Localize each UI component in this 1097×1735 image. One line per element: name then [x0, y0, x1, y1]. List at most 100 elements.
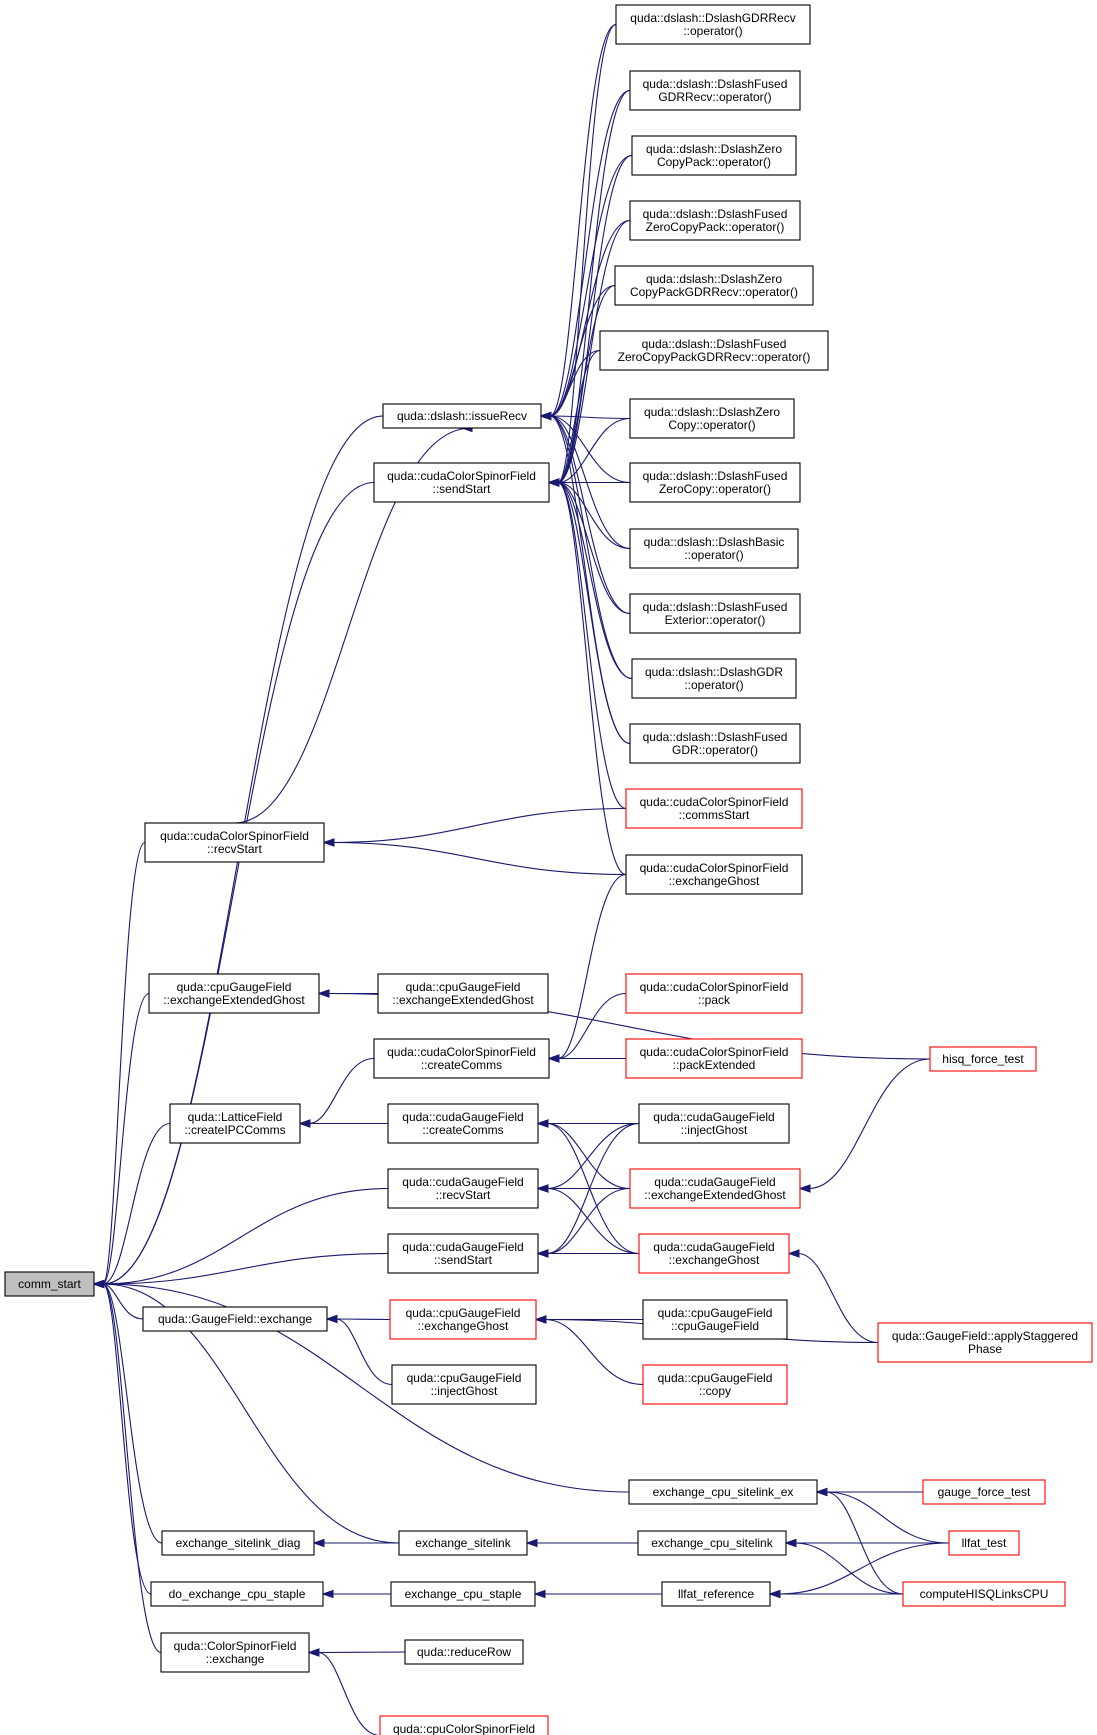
node-lf-createIPC[interactable]: quda::LatticeField::createIPCComms [169, 1103, 301, 1144]
node-issueRecv[interactable]: quda::dslash::issueRecv [382, 403, 542, 429]
node-cgf-eeg[interactable]: quda::cudaGaugeField::exchangeExtendedGh… [629, 1168, 801, 1209]
node-box[interactable] [373, 462, 550, 503]
node-box[interactable] [398, 1530, 528, 1556]
node-hisq-cpu[interactable]: computeHISQLinksCPU [902, 1581, 1066, 1607]
node-reduceRow[interactable]: quda::reduceRow [404, 1639, 524, 1665]
node-box[interactable] [629, 723, 801, 764]
node-box[interactable] [629, 70, 801, 111]
node-box[interactable] [387, 1168, 539, 1209]
node-ex-sl[interactable]: exchange_sitelink [398, 1530, 528, 1556]
node-box[interactable] [404, 1639, 524, 1665]
node-ex-staple[interactable]: exchange_cpu_staple [390, 1581, 536, 1607]
node-box[interactable] [161, 1530, 315, 1556]
node-box[interactable] [150, 1581, 324, 1607]
node-box[interactable] [169, 1103, 301, 1144]
node-box[interactable] [922, 1479, 1046, 1505]
node-d-basic[interactable]: quda::dslash::DslashBasic::operator() [629, 528, 799, 569]
node-cs-createComms[interactable]: quda::cudaColorSpinorField::createComms [373, 1038, 550, 1079]
node-cgf-recvStart[interactable]: quda::cudaGaugeField::recvStart [387, 1168, 539, 1209]
node-cpu-gf-eeg[interactable]: quda::cpuGaugeField::exchangeExtendedGho… [148, 973, 320, 1014]
node-box[interactable] [642, 1364, 788, 1405]
node-cpu-gf-eeg2[interactable]: quda::cpuGaugeField::exchangeExtendedGho… [377, 973, 549, 1014]
node-box[interactable] [389, 1299, 537, 1340]
node-ex-sl-diag[interactable]: exchange_sitelink_diag [161, 1530, 315, 1556]
node-d-gdr[interactable]: quda::dslash::DslashGDR::operator() [631, 658, 797, 699]
node-box[interactable] [629, 200, 801, 241]
node-box[interactable] [390, 1581, 536, 1607]
node-d-zcp[interactable]: quda::dslash::DslashZeroCopyPack::operat… [631, 135, 797, 176]
node-llfat-test[interactable]: llfat_test [948, 1530, 1020, 1556]
node-cs-recvStart[interactable]: quda::cudaColorSpinorField::recvStart [144, 822, 325, 863]
node-box[interactable] [629, 462, 801, 503]
node-cpugf-ctor[interactable]: quda::cpuGaugeField::cpuGaugeField [642, 1299, 788, 1340]
node-d-fgdrrecv[interactable]: quda::dslash::DslashFusedGDRRecv::operat… [629, 70, 801, 111]
node-comm-start[interactable]: comm_start [4, 1271, 95, 1297]
node-box[interactable] [877, 1322, 1093, 1363]
node-cgf-sendStart[interactable]: quda::cudaGaugeField::sendStart [387, 1233, 539, 1274]
node-box[interactable] [948, 1530, 1020, 1556]
node-box[interactable] [373, 1038, 550, 1079]
node-d-gdrrecv[interactable]: quda::dslash::DslashGDRRecv::operator() [615, 4, 811, 45]
node-do-ex-staple[interactable]: do_exchange_cpu_staple [150, 1581, 324, 1607]
node-cs-pack[interactable]: quda::cudaColorSpinorField::pack [625, 973, 803, 1014]
node-gf-exchange[interactable]: quda::GaugeField::exchange [142, 1306, 328, 1332]
node-box[interactable] [4, 1271, 95, 1297]
node-box[interactable] [629, 1168, 801, 1209]
node-box[interactable] [629, 593, 801, 634]
node-box[interactable] [629, 398, 795, 439]
node-box[interactable] [631, 135, 797, 176]
node-box[interactable] [382, 403, 542, 429]
node-box[interactable] [642, 1299, 788, 1340]
node-gauge-force[interactable]: gauge_force_test [922, 1479, 1046, 1505]
node-box[interactable] [902, 1581, 1066, 1607]
node-box[interactable] [629, 528, 799, 569]
node-d-fzcpgdr[interactable]: quda::dslash::DslashFusedZeroCopyPackGDR… [599, 330, 829, 371]
node-d-fzc[interactable]: quda::dslash::DslashFusedZeroCopy::opera… [629, 462, 801, 503]
node-box[interactable] [148, 973, 320, 1014]
node-box[interactable] [387, 1103, 539, 1144]
node-hisq[interactable]: hisq_force_test [929, 1046, 1037, 1072]
node-box[interactable] [637, 1530, 787, 1556]
node-box[interactable] [144, 822, 325, 863]
node-cgf-createComms[interactable]: quda::cudaGaugeField::createComms [387, 1103, 539, 1144]
node-cs-exchangeGhost[interactable]: quda::cudaColorSpinorField::exchangeGhos… [625, 854, 803, 895]
node-cpucsf-exg[interactable]: quda::cpuColorSpinorField::exchangeGhost [379, 1715, 549, 1735]
node-box[interactable] [599, 330, 829, 371]
node-box[interactable] [387, 1233, 539, 1274]
node-box[interactable] [160, 1632, 310, 1673]
node-box[interactable] [625, 854, 803, 895]
node-cgf-exg[interactable]: quda::cudaGaugeField::exchangeGhost [638, 1233, 790, 1274]
node-box[interactable] [615, 4, 811, 45]
node-cs-commsStart[interactable]: quda::cudaColorSpinorField::commsStart [625, 788, 803, 829]
node-d-zcpgdr[interactable]: quda::dslash::DslashZeroCopyPackGDRRecv:… [614, 265, 814, 306]
node-ex-cpu-sl-ex[interactable]: exchange_cpu_sitelink_ex [628, 1479, 818, 1505]
node-d-fzcp[interactable]: quda::dslash::DslashFusedZeroCopyPack::o… [629, 200, 801, 241]
node-box[interactable] [638, 1233, 790, 1274]
node-cpugf-copy[interactable]: quda::cpuGaugeField::copy [642, 1364, 788, 1405]
node-cpugf-exg[interactable]: quda::cpuGaugeField::exchangeGhost [389, 1299, 537, 1340]
node-d-fext[interactable]: quda::dslash::DslashFusedExterior::opera… [629, 593, 801, 634]
node-cgf-inj[interactable]: quda::cudaGaugeField::injectGhost [638, 1103, 790, 1144]
node-box[interactable] [625, 1038, 803, 1079]
node-csf-exchange[interactable]: quda::ColorSpinorField::exchange [160, 1632, 310, 1673]
node-cpugf-inj[interactable]: quda::cpuGaugeField::injectGhost [391, 1364, 537, 1405]
node-box[interactable] [379, 1715, 549, 1735]
node-box[interactable] [661, 1581, 771, 1607]
node-ex-cpu-sl[interactable]: exchange_cpu_sitelink [637, 1530, 787, 1556]
node-box[interactable] [391, 1364, 537, 1405]
node-cs-sendStart[interactable]: quda::cudaColorSpinorField::sendStart [373, 462, 550, 503]
node-box[interactable] [631, 658, 797, 699]
node-box[interactable] [638, 1103, 790, 1144]
node-box[interactable] [929, 1046, 1037, 1072]
node-box[interactable] [142, 1306, 328, 1332]
node-box[interactable] [625, 973, 803, 1014]
node-llfat-ref[interactable]: llfat_reference [661, 1581, 771, 1607]
node-cs-packExt[interactable]: quda::cudaColorSpinorField::packExtended [625, 1038, 803, 1079]
node-box[interactable] [625, 788, 803, 829]
node-box[interactable] [628, 1479, 818, 1505]
node-box[interactable] [614, 265, 814, 306]
node-box[interactable] [377, 973, 549, 1014]
